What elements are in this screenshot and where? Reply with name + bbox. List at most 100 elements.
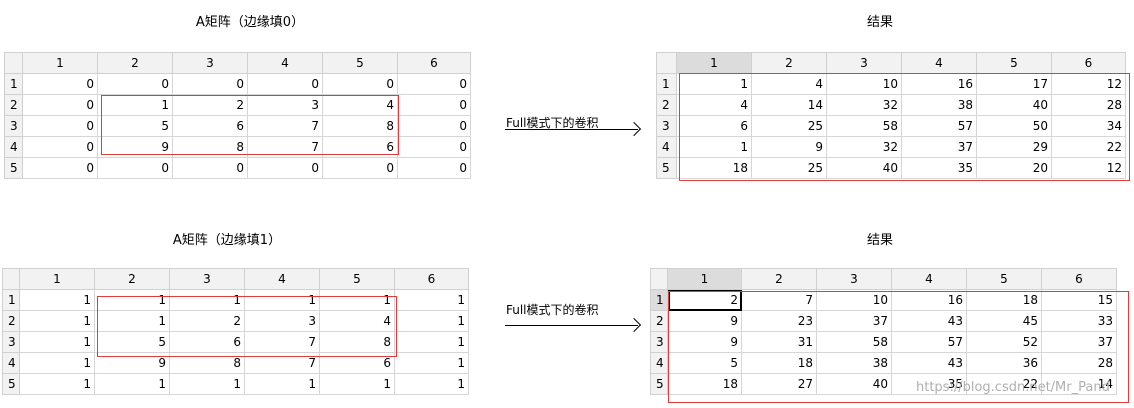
table-cell[interactable]: 1 [244, 373, 320, 395]
table-cell[interactable]: 16 [891, 289, 967, 311]
table-cell[interactable]: 1 [94, 373, 170, 395]
table-cell[interactable]: 0 [22, 73, 98, 95]
column-header[interactable]: 4 [901, 52, 977, 74]
table-cell[interactable]: 43 [891, 352, 967, 374]
table-cell[interactable]: 18 [676, 157, 752, 179]
row-header[interactable]: 2 [656, 94, 677, 116]
table-cell[interactable]: 0 [397, 136, 471, 158]
table-cell[interactable]: 0 [397, 73, 471, 95]
table-cell[interactable]: 1 [394, 310, 469, 332]
table-cell[interactable]: 0 [247, 157, 323, 179]
table-cell[interactable]: 1 [394, 289, 469, 311]
column-header[interactable]: 5 [322, 52, 398, 74]
table-cell[interactable]: 10 [816, 289, 892, 311]
row-header[interactable]: 5 [4, 157, 23, 179]
row-header[interactable]: 3 [650, 331, 668, 353]
column-header[interactable]: 4 [891, 268, 967, 290]
row-header[interactable]: 2 [650, 310, 668, 332]
table-cell[interactable]: 0 [22, 115, 98, 137]
table-cell[interactable]: 1 [19, 331, 95, 353]
row-header[interactable]: 1 [4, 73, 23, 95]
row-header[interactable]: 3 [656, 115, 677, 137]
table-cell[interactable]: 18 [667, 373, 742, 395]
table-cell[interactable]: 1 [169, 373, 245, 395]
table-cell[interactable]: 43 [891, 310, 967, 332]
column-header[interactable]: 6 [394, 268, 469, 290]
column-header[interactable]: 2 [751, 52, 827, 74]
table-cell[interactable]: 32 [826, 94, 902, 116]
table-cell[interactable]: 0 [172, 157, 248, 179]
table-cell[interactable]: 1 [19, 289, 95, 311]
column-header[interactable]: 1 [667, 268, 742, 290]
table-cell[interactable]: 0 [397, 115, 471, 137]
table-cell[interactable]: 32 [826, 136, 902, 158]
table-cell[interactable]: 15 [1041, 289, 1117, 311]
row-header[interactable]: 4 [2, 352, 20, 374]
row-header[interactable]: 5 [650, 373, 668, 395]
table-cell[interactable]: 23 [741, 310, 817, 332]
table-cell[interactable]: 36 [966, 352, 1042, 374]
table-cell[interactable]: 0 [22, 136, 98, 158]
column-header[interactable]: 5 [319, 268, 395, 290]
column-header[interactable]: 2 [741, 268, 817, 290]
table-cell[interactable]: 16 [901, 73, 977, 95]
table-cell[interactable]: 1 [394, 373, 469, 395]
table-cell[interactable]: 0 [397, 94, 471, 116]
row-header[interactable]: 5 [2, 373, 20, 395]
column-header[interactable]: 3 [826, 52, 902, 74]
table-cell[interactable]: 27 [741, 373, 817, 395]
column-header[interactable]: 3 [172, 52, 248, 74]
table-cell[interactable]: 12 [1051, 157, 1126, 179]
table-cell[interactable]: 25 [751, 157, 827, 179]
table-cell[interactable]: 0 [22, 94, 98, 116]
table-cell[interactable]: 50 [976, 115, 1052, 137]
table-cell[interactable]: 0 [97, 157, 173, 179]
table-cell[interactable]: 1 [319, 373, 395, 395]
table-cell[interactable]: 20 [976, 157, 1052, 179]
column-header[interactable]: 3 [816, 268, 892, 290]
row-header[interactable]: 2 [4, 94, 23, 116]
table-cell[interactable]: 1 [19, 373, 95, 395]
table-cell[interactable]: 14 [1041, 373, 1117, 395]
column-header[interactable]: 5 [966, 268, 1042, 290]
row-header[interactable]: 4 [656, 136, 677, 158]
row-header[interactable]: 3 [4, 115, 23, 137]
row-header[interactable]: 4 [650, 352, 668, 374]
table-cell[interactable]: 14 [751, 94, 827, 116]
table-cell[interactable]: 0 [397, 157, 471, 179]
table-cell[interactable]: 33 [1041, 310, 1117, 332]
table-cell[interactable]: 0 [172, 73, 248, 95]
table-cell[interactable]: 0 [322, 157, 398, 179]
row-header[interactable]: 5 [656, 157, 677, 179]
row-header[interactable]: 4 [4, 136, 23, 158]
table-cell[interactable]: 0 [247, 73, 323, 95]
table-cell[interactable]: 28 [1041, 352, 1117, 374]
table-cell[interactable]: 0 [97, 73, 173, 95]
table-cell[interactable]: 35 [901, 157, 977, 179]
column-header[interactable]: 1 [676, 52, 752, 74]
column-header[interactable]: 2 [94, 268, 170, 290]
row-header[interactable]: 1 [650, 289, 668, 311]
table-cell[interactable]: 40 [826, 157, 902, 179]
column-header[interactable]: 4 [244, 268, 320, 290]
table-cell[interactable]: 0 [322, 73, 398, 95]
column-header[interactable]: 1 [19, 268, 95, 290]
column-header[interactable]: 1 [22, 52, 98, 74]
table-cell[interactable]: 31 [741, 331, 817, 353]
table-cell[interactable]: 1 [19, 310, 95, 332]
table-cell[interactable]: 25 [751, 115, 827, 137]
table-cell[interactable]: 28 [1051, 94, 1126, 116]
table-cell[interactable]: 22 [966, 373, 1042, 395]
column-header[interactable]: 2 [97, 52, 173, 74]
table-cell[interactable]: 1 [19, 352, 95, 374]
row-header[interactable]: 3 [2, 331, 20, 353]
table-cell[interactable]: 0 [22, 157, 98, 179]
column-header[interactable]: 4 [247, 52, 323, 74]
column-header[interactable]: 5 [976, 52, 1052, 74]
column-header[interactable]: 6 [1051, 52, 1126, 74]
row-header[interactable]: 1 [656, 73, 677, 95]
table-cell[interactable]: 1 [394, 352, 469, 374]
column-header[interactable]: 6 [1041, 268, 1117, 290]
row-header[interactable]: 1 [2, 289, 20, 311]
table-cell[interactable]: 1 [394, 331, 469, 353]
